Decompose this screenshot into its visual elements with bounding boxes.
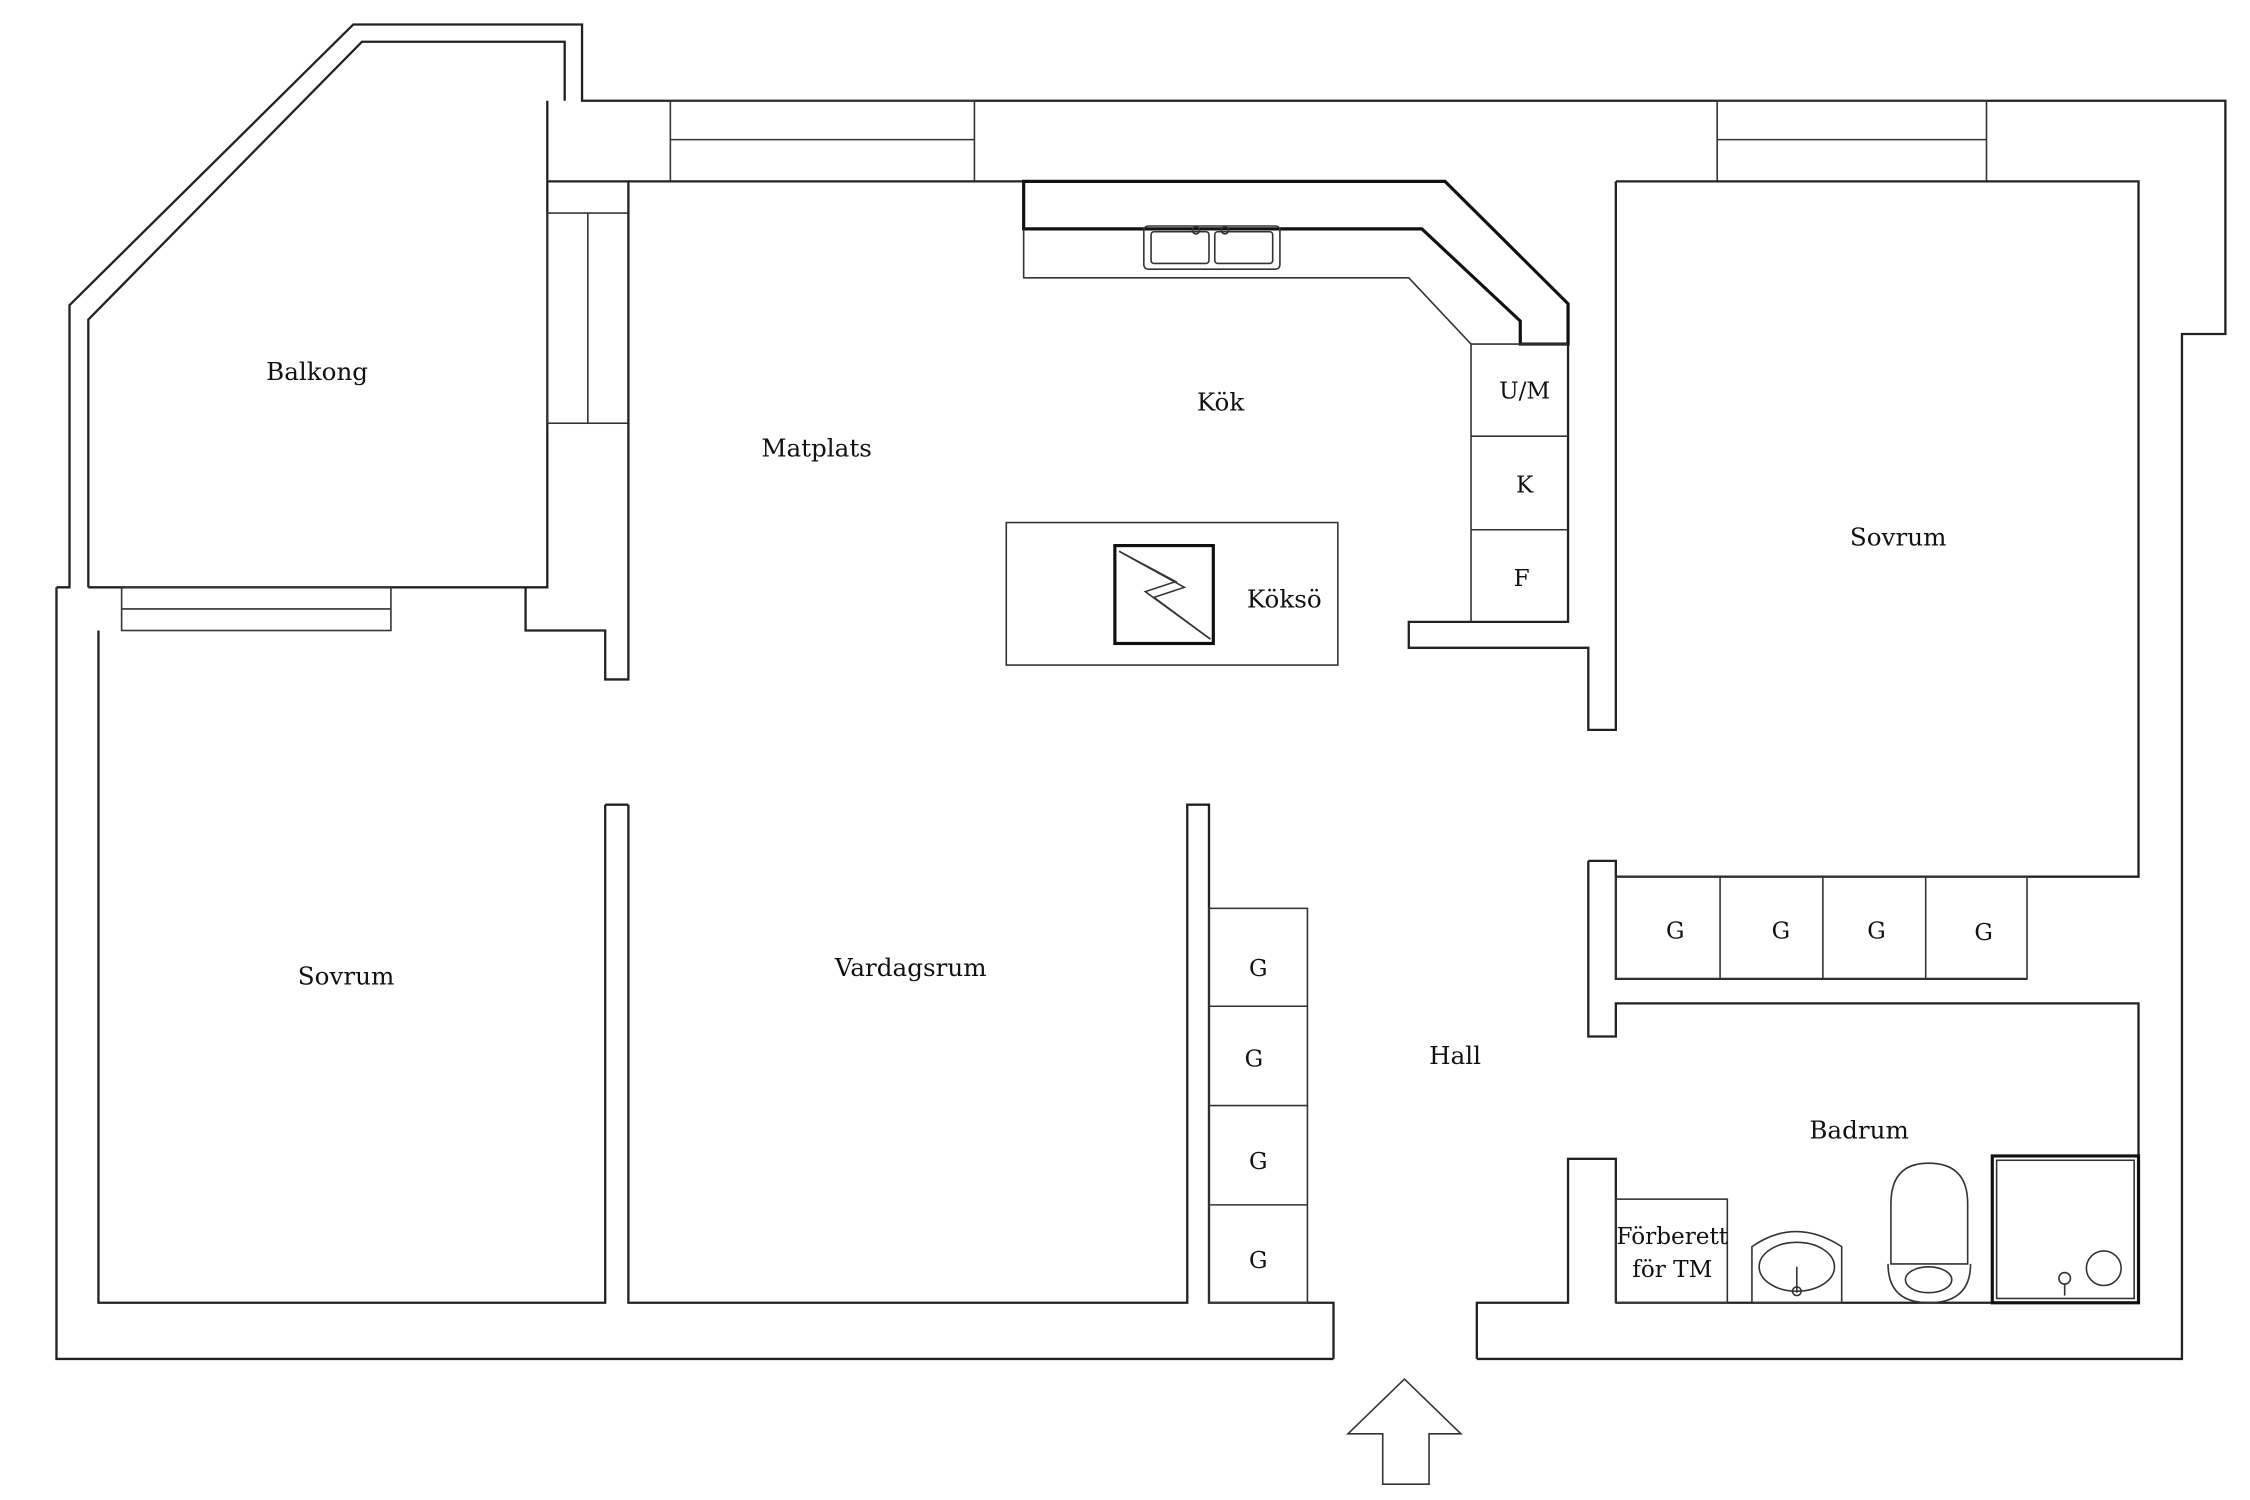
kitchen-unit-k: K (1516, 472, 1534, 498)
inner-walls (524, 180, 2140, 1359)
room-label-balkong: Balkong (266, 357, 368, 386)
wardrobe-label: G (1974, 920, 1992, 946)
wardrobe-label: G (1772, 919, 1790, 945)
wardrobe-label: G (1249, 1248, 1267, 1274)
room-label-vardagsrum: Vardagsrum (834, 953, 987, 982)
sink (1143, 225, 1281, 270)
bathroom-fixtures (1615, 1154, 2141, 1305)
wardrobe-label: G (1666, 919, 1684, 945)
room-label-koksö: Köksö (1247, 585, 1322, 614)
wardrobe-label: G (1867, 919, 1885, 945)
wardrobe-label: G (1249, 1149, 1267, 1175)
prepared-washing-machine-label-line1: Förberett (1616, 1224, 1728, 1250)
kitchen-island (1005, 521, 1339, 666)
kitchen-unit-um: U/M (1499, 379, 1550, 405)
balcony (88, 100, 630, 632)
window-top-left (669, 99, 976, 183)
toilet (1887, 1162, 1972, 1304)
wardrobe-label: G (1249, 956, 1267, 982)
washbasin (1751, 1230, 1843, 1304)
room-label-sovrum-left: Sovrum (298, 962, 395, 991)
hall-wardrobes (1208, 907, 1309, 1304)
room-label-hall: Hall (1429, 1041, 1481, 1070)
room-label-badrum: Badrum (1809, 1116, 1908, 1145)
kitchen-unit-f: F (1514, 566, 1530, 592)
wardrobe-row (1615, 875, 2028, 980)
entrance-arrow-icon (1346, 1377, 1463, 1485)
prepared-washing-machine-label-line2: för TM (1632, 1257, 1712, 1283)
kitchen-counter (1022, 179, 1570, 622)
room-label-kok: Kök (1197, 387, 1246, 416)
shower (1990, 1154, 2141, 1305)
window-top-right (1716, 99, 1988, 183)
room-label-sovrum-right: Sovrum (1850, 523, 1947, 552)
wardrobe-label: G (1245, 1047, 1263, 1073)
room-label-matplats: Matplats (761, 433, 872, 462)
outer-walls (55, 23, 2227, 1361)
